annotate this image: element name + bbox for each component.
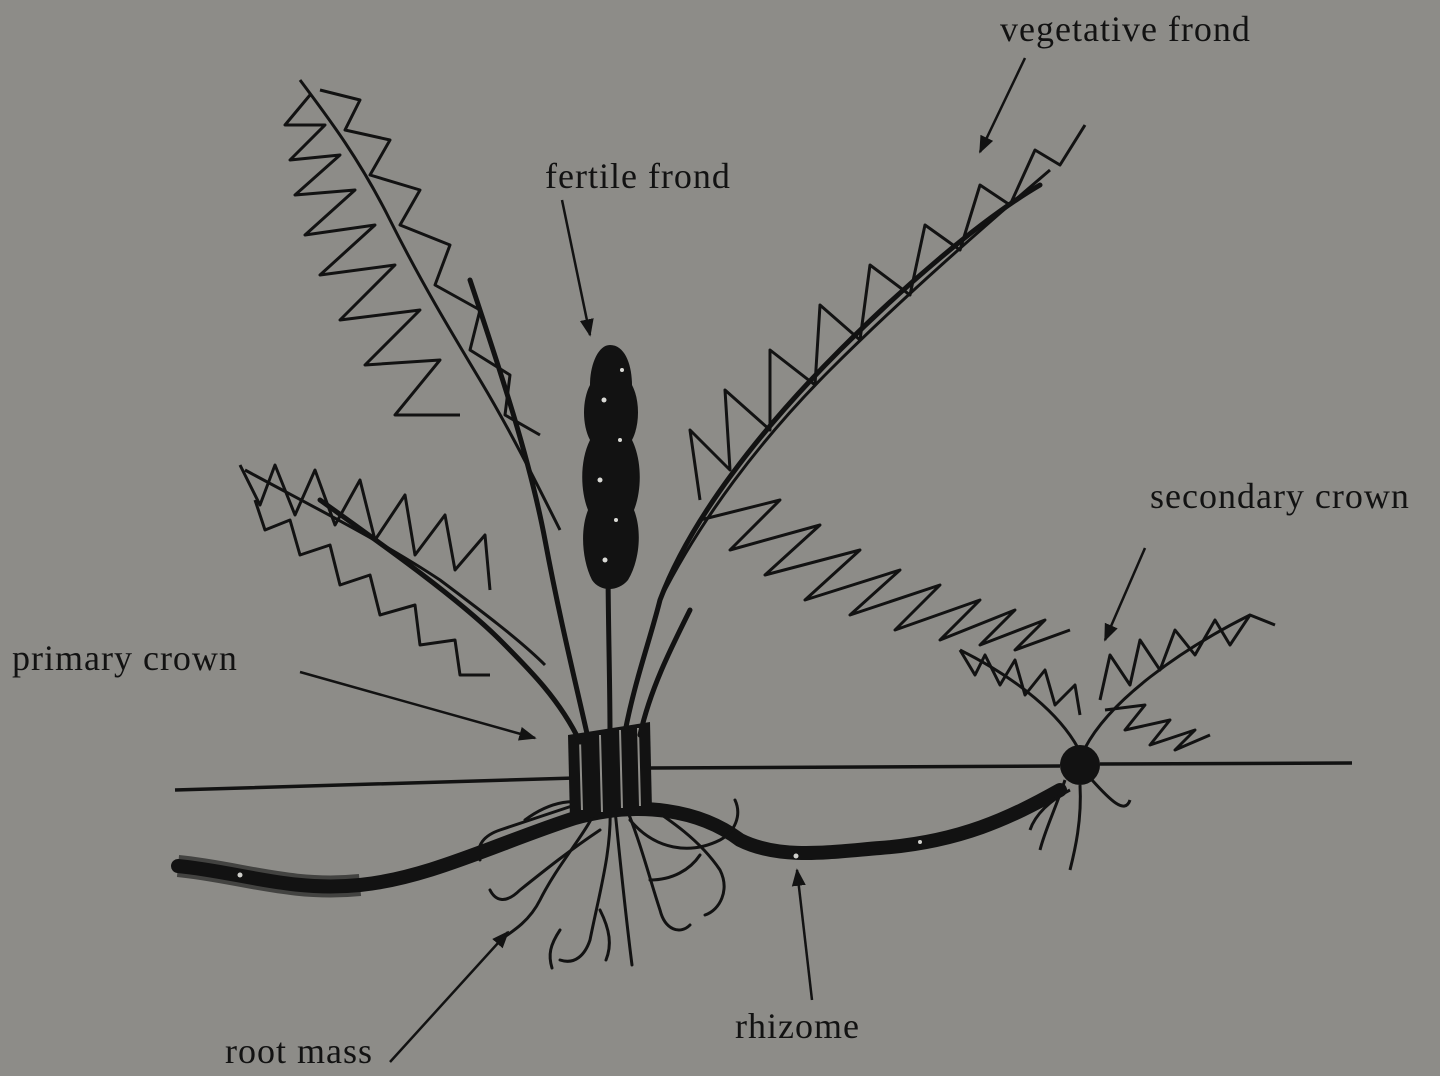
secondary-crown-arrow (1105, 548, 1145, 640)
root-mass-label: root mass (225, 1030, 373, 1072)
vegetative-frond-arrow (980, 58, 1025, 152)
primary-crown-arrow (300, 672, 535, 738)
rhizome-arrow (797, 870, 812, 1000)
frond-stipes (320, 185, 1040, 742)
secondary-crown-label: secondary crown (1150, 475, 1410, 517)
ground-line (175, 763, 1352, 790)
fertile-frond-drawing (582, 345, 640, 589)
primary-crown-label: primary crown (12, 637, 238, 679)
fertile-frond-label: fertile frond (545, 155, 731, 197)
fertile-frond-arrow (562, 200, 590, 335)
secondary-crown-drawing (960, 615, 1275, 870)
short-left-frond (240, 465, 545, 675)
leader-arrows (300, 58, 1145, 1062)
vegetative-frond-label: vegetative frond (1000, 8, 1251, 50)
root-mass-arrow (390, 932, 508, 1062)
tall-left-frond (285, 80, 560, 530)
vegetative-frond-drawing (660, 125, 1085, 650)
rhizome-label: rhizome (735, 1005, 860, 1047)
